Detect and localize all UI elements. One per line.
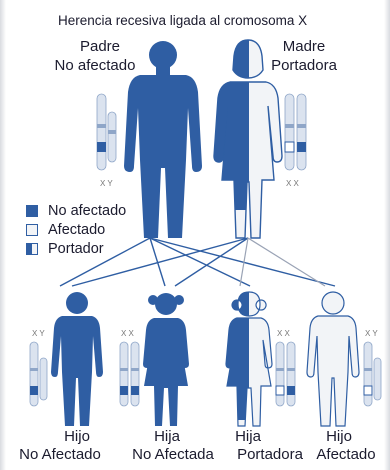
- legend-label: Portador: [48, 241, 104, 257]
- child-2-role: Hija: [144, 428, 190, 445]
- legend-swatch-half: [26, 243, 38, 255]
- mother-chromosomes: X X: [285, 94, 306, 188]
- son-affected-figure: [307, 292, 359, 426]
- svg-text:X Y: X Y: [365, 329, 378, 338]
- daughter-unaffected-figure: [143, 293, 189, 426]
- svg-text:X Y: X Y: [32, 329, 45, 338]
- legend-swatch-solid: [26, 205, 38, 217]
- child-1-status: No Afectado: [2, 446, 118, 463]
- svg-text:X X: X X: [121, 329, 135, 338]
- child-3-status: Portadora: [226, 446, 314, 463]
- daughter-carrier-chromosomes: X X: [276, 329, 295, 406]
- son-affected-chromosomes: X Y: [364, 329, 381, 406]
- child-3-role: Hija: [225, 428, 271, 445]
- legend-label: Afectado: [48, 222, 105, 238]
- child-4-status: Afectado: [306, 446, 386, 463]
- svg-text:X X: X X: [277, 329, 291, 338]
- svg-text:X Y: X Y: [100, 179, 113, 188]
- child-1-role: Hijo: [54, 428, 100, 445]
- son-unaffected-chromosomes: X Y: [30, 329, 47, 406]
- mother-figure: [214, 40, 282, 238]
- father-figure: [124, 41, 202, 238]
- legend-swatch-empty: [26, 224, 38, 236]
- daughter-unaffected-chromosomes: X X: [120, 329, 139, 406]
- legend-label: No afectado: [48, 203, 126, 219]
- daughter-carrier-figure: [226, 292, 272, 426]
- child-2-status: No Afectada: [114, 446, 232, 463]
- svg-text:X X: X X: [286, 179, 300, 188]
- father-chromosomes: X Y: [97, 94, 116, 188]
- child-4-role: Hijo: [316, 428, 362, 445]
- son-unaffected-figure: [51, 292, 103, 426]
